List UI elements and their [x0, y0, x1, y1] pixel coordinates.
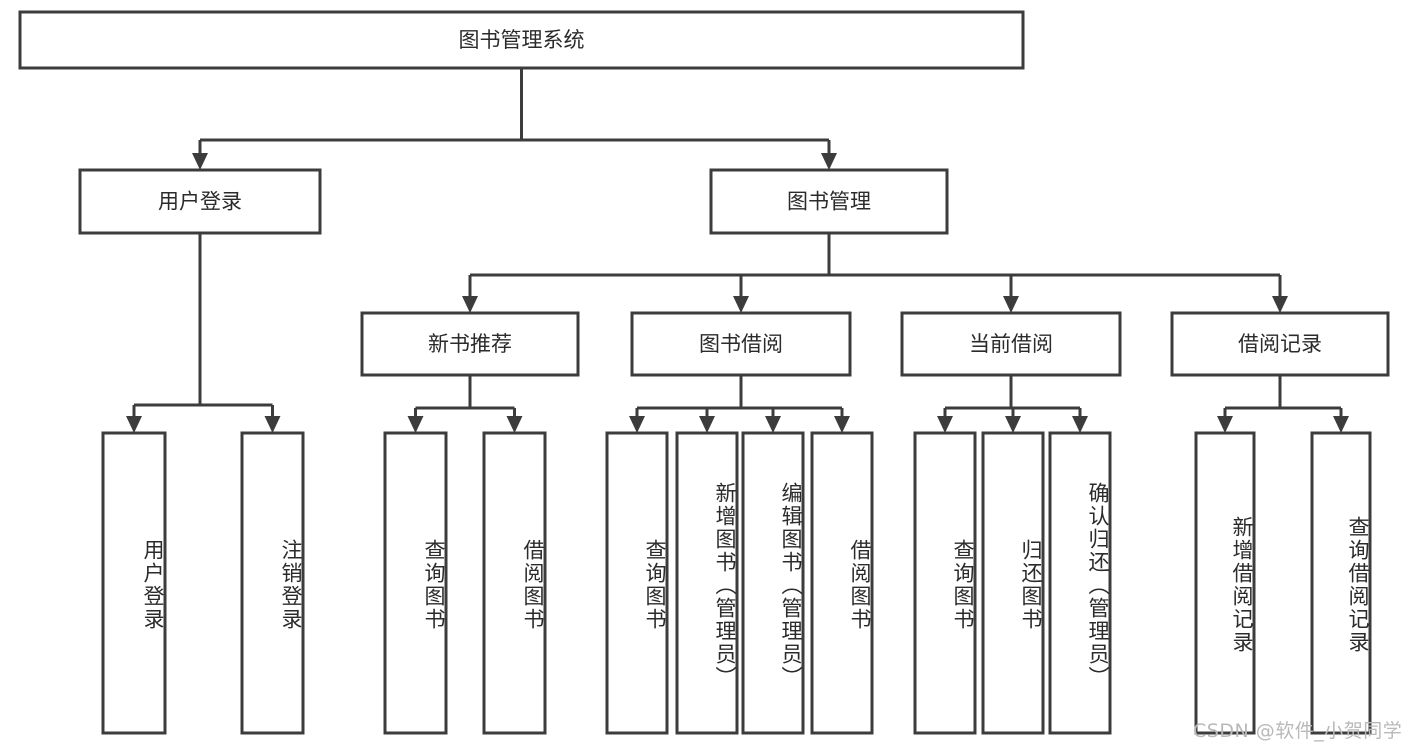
node-label-book-borrow: 图书借阅 [699, 332, 783, 356]
node-box-leaf-confirm-return[interactable] [1048, 431, 1112, 735]
node-box-leaf-query-borrow-record[interactable] [1310, 431, 1372, 735]
arrow-head [264, 416, 281, 433]
node-box-leaf-query-book-current[interactable] [913, 431, 977, 735]
arrow-head [1217, 416, 1233, 433]
node-box-leaf-query-book-borrow[interactable] [605, 431, 669, 735]
arrow-head [1272, 296, 1288, 313]
node-label-current-borrow: 当前借阅 [969, 332, 1053, 356]
node-box-leaf-add-borrow-record[interactable] [1194, 431, 1256, 735]
arrow-head [506, 416, 523, 433]
node-label-root: 图书管理系统 [459, 28, 585, 52]
arrow-head [1005, 416, 1021, 433]
node-label-book-manage: 图书管理 [787, 190, 871, 214]
node-box-leaf-user-login[interactable] [101, 431, 167, 735]
connector-layer [126, 68, 1349, 433]
node-label-borrow-record: 借阅记录 [1238, 332, 1322, 356]
node-box-leaf-edit-book[interactable] [741, 431, 805, 735]
node-box-leaf-borrow-book-rec[interactable] [482, 431, 547, 735]
node-box-leaf-add-book[interactable] [675, 431, 739, 735]
node-box-book-borrow[interactable] [630, 311, 852, 377]
node-box-book-manage[interactable] [709, 168, 949, 235]
arrow-head [1003, 296, 1019, 313]
node-box-borrow-record[interactable] [1170, 311, 1390, 377]
node-label-new-book-recommend: 新书推荐 [428, 332, 512, 356]
arrow-head [126, 416, 142, 433]
node-box-user-login[interactable] [78, 168, 322, 235]
arrow-head [407, 416, 424, 433]
arrow-head [733, 296, 749, 313]
node-box-current-borrow[interactable] [900, 311, 1122, 377]
node-box-root[interactable] [18, 10, 1025, 70]
arrow-head [699, 416, 715, 433]
node-box-leaf-return-book[interactable] [981, 431, 1045, 735]
node-label-user-login: 用户登录 [158, 190, 242, 214]
watermark-text: CSDN @软件_小贺同学 [1193, 720, 1403, 742]
arrow-head [821, 153, 837, 170]
arrow-head [1333, 416, 1349, 433]
arrow-head [1072, 416, 1088, 433]
node-box-new-book-recommend[interactable] [360, 311, 580, 377]
arrow-head [834, 416, 850, 433]
arrow-head [462, 296, 478, 313]
arrow-head [765, 416, 781, 433]
arrow-head [629, 416, 645, 433]
node-box-leaf-query-book-rec[interactable] [383, 431, 448, 735]
node-box-leaf-borrow-book[interactable] [810, 431, 874, 735]
arrow-head [937, 416, 953, 433]
node-box-leaf-logout[interactable] [240, 431, 305, 735]
arrow-head [192, 153, 208, 170]
